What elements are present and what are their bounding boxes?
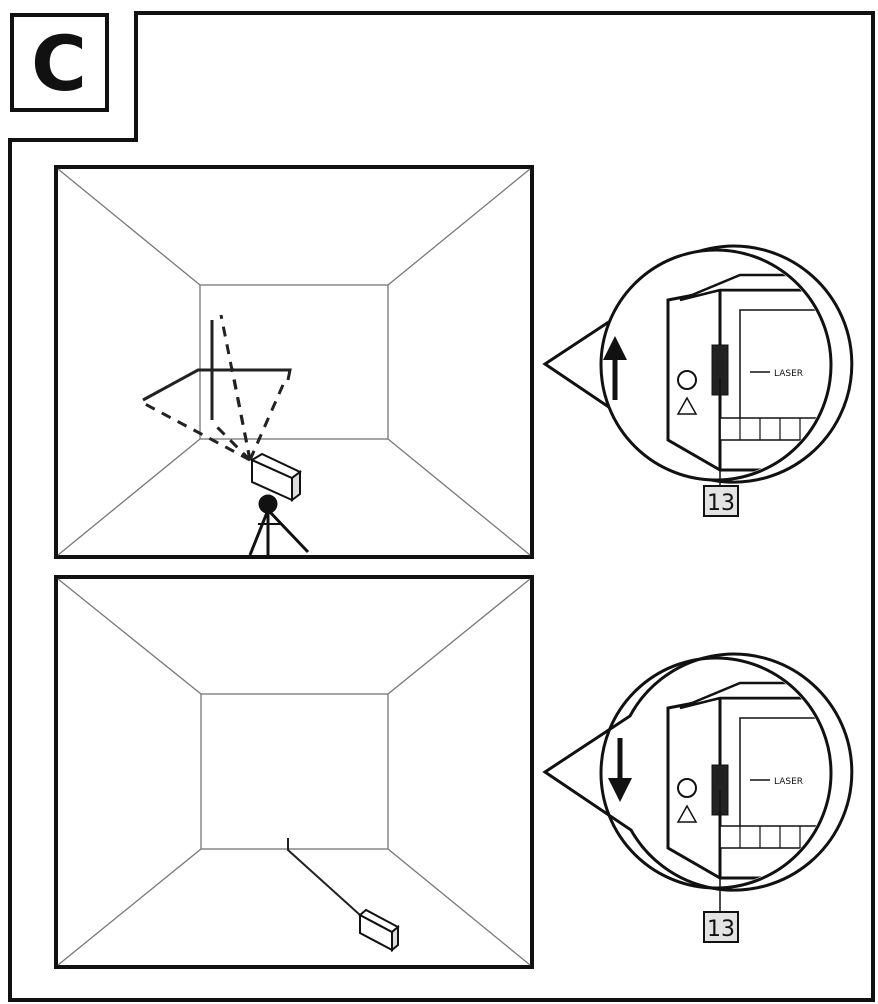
arrow-down-icon [608,738,632,802]
section-letter: C [31,19,87,108]
device-closeup: LASER [666,681,829,880]
back-wall [199,284,389,440]
tripod [248,494,310,556]
device-label: LASER [774,369,803,379]
perspective-lines [57,168,531,556]
device-label: LASER [774,777,803,787]
callout-number-top: 13 [707,491,735,516]
callout-number-bottom: 13 [707,917,735,942]
back-wall [200,693,389,850]
laser-level-device [358,908,400,953]
section-tab: C [10,13,109,112]
perspective-lines [57,578,531,966]
laser-level-device [249,452,302,502]
callout-13-bottom: 13 [703,790,739,943]
laser-lines [142,314,292,462]
detail-callout-top: LASER [542,244,854,484]
arrow-up-icon [603,336,627,400]
laser-lines [287,838,361,916]
room-panel-top [54,165,534,559]
room-panel-bottom [54,575,534,969]
detail-callout-bottom: LASER [542,652,854,892]
callout-13-top: 13 [703,378,739,517]
outer-frame [8,11,875,1002]
